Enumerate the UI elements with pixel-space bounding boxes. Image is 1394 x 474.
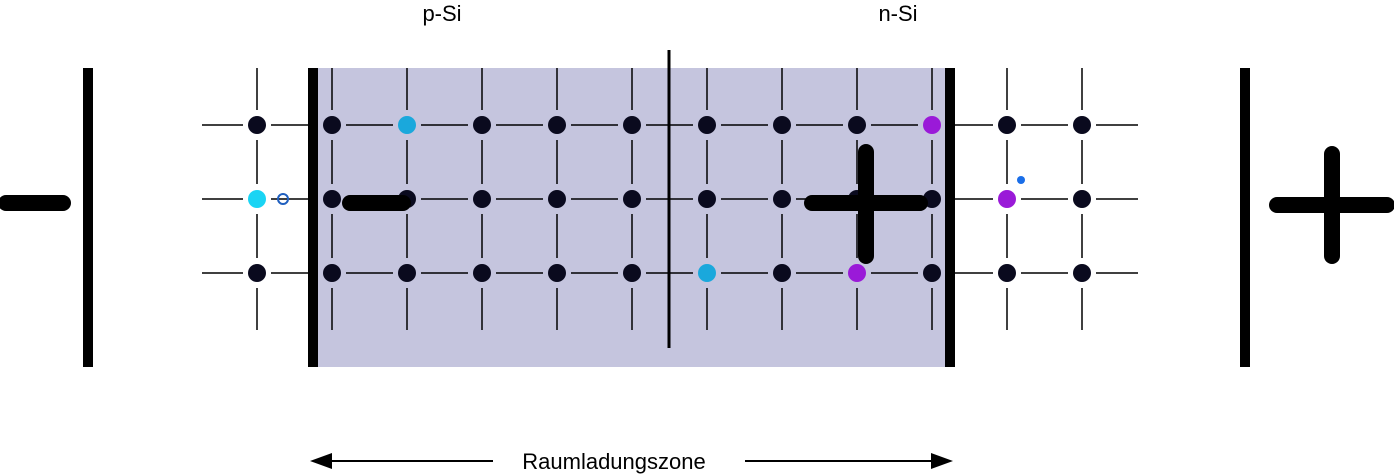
hole-icon bbox=[277, 193, 289, 205]
silicon-atom bbox=[998, 264, 1016, 282]
silicon-atom bbox=[323, 116, 341, 134]
plus-sign-icon bbox=[1269, 146, 1394, 264]
silicon-atom bbox=[473, 116, 491, 134]
acceptor-atom bbox=[698, 264, 716, 282]
silicon-atom bbox=[698, 116, 716, 134]
silicon-atom bbox=[473, 190, 491, 208]
silicon-atom bbox=[548, 116, 566, 134]
donor-atom bbox=[923, 116, 941, 134]
silicon-atom bbox=[248, 116, 266, 134]
acceptor-atom bbox=[398, 116, 416, 134]
silicon-atom bbox=[473, 264, 491, 282]
silicon-atom bbox=[323, 264, 341, 282]
silicon-atom bbox=[1073, 190, 1091, 208]
zone-width-arrow bbox=[310, 453, 953, 469]
n-region-label: n-Si bbox=[878, 1, 917, 26]
silicon-atom bbox=[773, 116, 791, 134]
silicon-atom bbox=[548, 190, 566, 208]
silicon-atom bbox=[848, 116, 866, 134]
silicon-atom bbox=[1073, 264, 1091, 282]
silicon-atom bbox=[623, 264, 641, 282]
silicon-atom bbox=[398, 264, 416, 282]
silicon-atom bbox=[623, 190, 641, 208]
silicon-atom bbox=[698, 190, 716, 208]
p-region-label: p-Si bbox=[422, 1, 461, 26]
silicon-atom bbox=[773, 264, 791, 282]
silicon-atom bbox=[773, 190, 791, 208]
space-charge-plus-icon bbox=[804, 144, 928, 264]
silicon-atom bbox=[623, 116, 641, 134]
zone-label: Raumladungszone bbox=[522, 449, 705, 474]
electron-icon bbox=[1017, 176, 1025, 184]
silicon-atom bbox=[1073, 116, 1091, 134]
silicon-atom bbox=[548, 264, 566, 282]
donor-atom bbox=[848, 264, 866, 282]
silicon-atom bbox=[923, 264, 941, 282]
acceptor-atom bbox=[248, 190, 266, 208]
donor-atom bbox=[998, 190, 1016, 208]
silicon-atom bbox=[998, 116, 1016, 134]
silicon-atom bbox=[248, 264, 266, 282]
silicon-atom bbox=[323, 190, 341, 208]
